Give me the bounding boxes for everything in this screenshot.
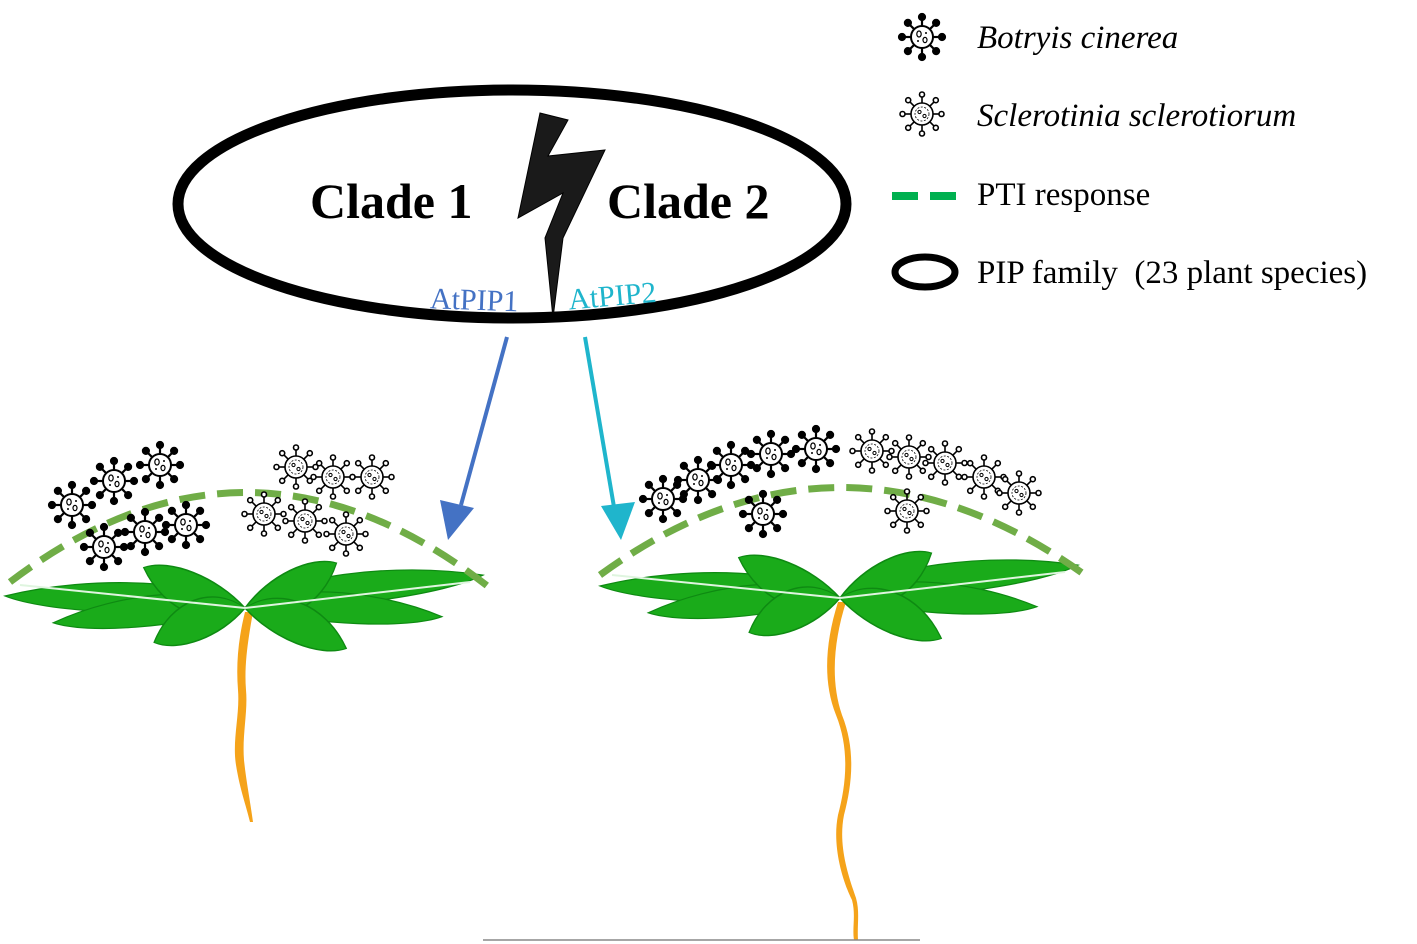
ellipse-icon: [891, 253, 959, 291]
sclerotinia-pathogen-icon: [899, 91, 945, 137]
atpip2-arrow: [583, 336, 635, 540]
atpip1-arrow: [440, 336, 509, 540]
legend: Botryis cinerea Sclerotinia sclerotiorum…: [891, 12, 1367, 291]
atpip2-label: AtPIP2: [567, 276, 658, 317]
atpip1-label: AtPIP1: [429, 282, 518, 318]
right-root: [827, 602, 859, 940]
legend-sclerotinia-label: Sclerotinia sclerotiorum: [977, 98, 1296, 134]
right-plant: [599, 534, 1081, 940]
left-plant: [4, 544, 486, 822]
botrytis-pathogen-icon: [897, 12, 947, 62]
right-pti-arc: [597, 484, 1088, 578]
clade-1-label: Clade 1: [310, 173, 473, 229]
lightning-bolt-icon: [517, 112, 606, 319]
left-pti-arc: [7, 489, 493, 591]
legend-pip-label: PIP family (23 plant species): [977, 255, 1367, 291]
legend-pti-label: PTI response: [977, 177, 1150, 213]
pip-family-ellipse: [172, 84, 852, 324]
legend-botrytis-label: Botryis cinerea: [977, 20, 1178, 56]
clade-2-label: Clade 2: [607, 173, 770, 229]
left-root: [234, 612, 253, 822]
